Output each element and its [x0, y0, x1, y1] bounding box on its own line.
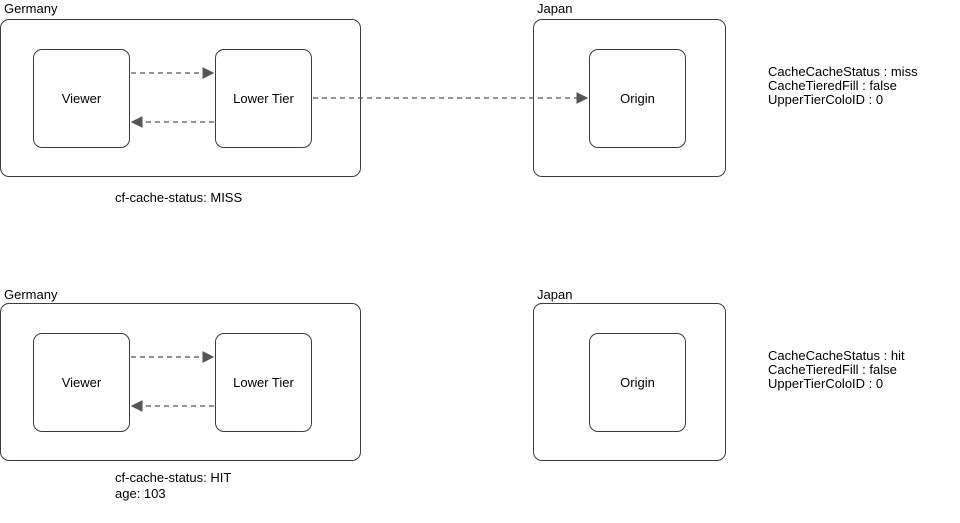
hit-germany-label: Germany	[4, 287, 58, 302]
hit-origin-label: Origin	[620, 375, 655, 390]
hit-origin-node: Origin	[589, 333, 686, 432]
hit-cache-status: cf-cache-status: HIT age: 103	[115, 470, 231, 502]
miss-origin-node: Origin	[589, 49, 686, 148]
miss-metric-tiered-fill: CacheTieredFill : false	[768, 78, 897, 93]
hit-status-line: cf-cache-status: HIT	[115, 470, 232, 485]
hit-lower-tier-label: Lower Tier	[233, 375, 294, 390]
miss-viewer-node: Viewer	[33, 49, 130, 148]
miss-metric-upper-tier: UpperTierColoID : 0	[768, 92, 884, 107]
hit-metric-tiered-fill: CacheTieredFill : false	[768, 362, 897, 377]
miss-cache-status: cf-cache-status: MISS	[115, 190, 243, 205]
miss-metric-cache-status: CacheCacheStatus : miss	[768, 64, 918, 79]
miss-lower-tier-node: Lower Tier	[215, 49, 312, 148]
miss-germany-label: Germany	[4, 1, 58, 16]
hit-metric-upper-tier: UpperTierColoID : 0	[768, 376, 884, 391]
miss-japan-label: Japan	[537, 1, 573, 16]
hit-metric-cache-status: CacheCacheStatus : hit	[768, 348, 905, 363]
hit-metrics: CacheCacheStatus : hit CacheTieredFill :…	[768, 349, 905, 391]
hit-lower-tier-node: Lower Tier	[215, 333, 312, 432]
hit-age-line: age: 103	[115, 486, 166, 501]
hit-viewer-node: Viewer	[33, 333, 130, 432]
hit-japan-label: Japan	[537, 287, 573, 302]
miss-origin-label: Origin	[620, 91, 655, 106]
miss-metrics: CacheCacheStatus : miss CacheTieredFill …	[768, 65, 918, 107]
hit-viewer-label: Viewer	[61, 375, 102, 390]
miss-viewer-label: Viewer	[61, 91, 102, 106]
miss-lower-tier-label: Lower Tier	[233, 91, 294, 106]
